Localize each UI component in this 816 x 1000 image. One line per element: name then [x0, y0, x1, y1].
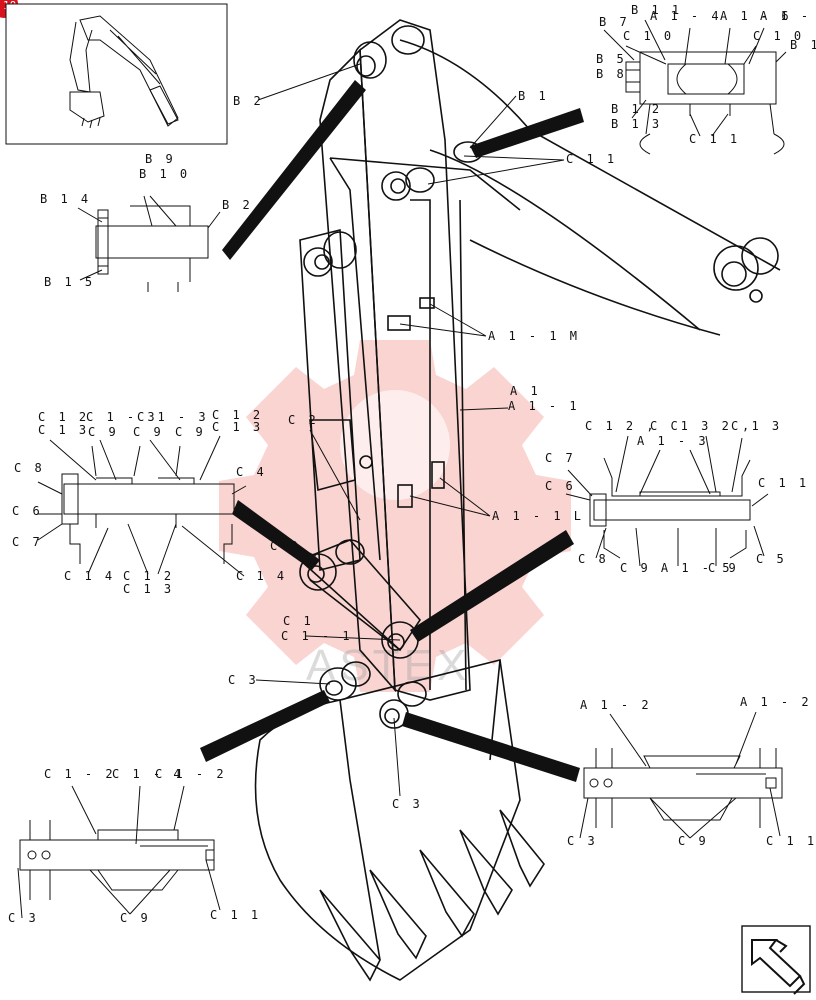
part-callout: C 1 - 1	[281, 629, 353, 643]
part-callout: C 9	[133, 425, 164, 439]
part-callout: C 1 - 3	[86, 410, 158, 424]
part-callout: A 1 - 2	[740, 695, 812, 709]
part-callout: C 1 1	[758, 476, 809, 490]
part-callout: C 1 1	[210, 908, 261, 922]
part-callout: C 6	[545, 479, 576, 493]
part-callout: C 9 A 1 - 5	[620, 561, 732, 575]
part-callout: C 1 3	[123, 582, 174, 596]
part-callout: A 1 - 3	[637, 434, 709, 448]
detail-arm-pin-b2[interactable]: B 9B 1 0 B 1 4 B 2 B 1 5	[40, 152, 253, 292]
part-callout: C C1 3 2 ,	[650, 419, 752, 433]
part-callout: C 5	[756, 552, 787, 566]
part-callout: A 1 - 4	[760, 9, 816, 23]
part-callout: C 1 0	[623, 29, 674, 43]
part-callout: B 7	[599, 15, 630, 29]
part-callout: C 6	[12, 504, 43, 518]
part-callout: C 1 2	[212, 408, 263, 422]
detail-boom-pin[interactable]: B 1 1B 7A 1 - 4A 1 - 6A 1 - 4C 1 0C 1 0B…	[596, 3, 816, 155]
part-callout: B 5	[596, 52, 627, 66]
part-callout: C 1 4	[236, 569, 287, 583]
part-callout: C 1 1	[766, 834, 816, 848]
part-callout: C 3	[567, 834, 598, 848]
part-callout: C 1 2	[38, 410, 89, 424]
part-callout: A 1 - 2	[580, 698, 652, 712]
part-callout: C 3	[228, 673, 259, 687]
part-callout: C 1 4	[64, 569, 115, 583]
part-callout: C 1 3	[731, 419, 782, 433]
part-callout: B 1 3	[611, 117, 662, 131]
part-callout: C 9	[120, 911, 151, 925]
part-callout: A 1 - 6	[720, 9, 792, 23]
part-callout: B 1	[790, 38, 816, 52]
part-callout: C 1 2 ,	[585, 419, 657, 433]
part-callout: A 1 - 1	[508, 399, 580, 413]
part-callout: C 9	[175, 425, 206, 439]
watermark-gear: ASTEX	[219, 340, 571, 692]
part-callout: C 1 - 4	[112, 767, 184, 781]
part-callout: C 1 - 2	[155, 767, 227, 781]
part-callout: C 1 3	[38, 423, 89, 437]
part-callout: C 9	[678, 834, 709, 848]
part-callout: C 8	[578, 552, 609, 566]
part-callout: C 3	[8, 911, 39, 925]
next-page-arrow-button[interactable]	[741, 925, 811, 995]
part-callout: C 4	[236, 465, 267, 479]
part-callout: B 8	[596, 67, 627, 81]
main-callouts: B 2 B 1 C 1 1 A 1 - 1 M A 1A 1 - 1 C 2 A 1 - 1…	[228, 89, 617, 811]
part-callout: C 1 3	[212, 420, 263, 434]
part-callout: B 2	[233, 94, 264, 108]
part-callout: C 7	[12, 535, 43, 549]
leader-lines	[255, 63, 565, 797]
part-callout: C 8	[14, 461, 45, 475]
part-callout: C 1 1	[689, 132, 740, 146]
detail-link-pin-c5[interactable]: C 1 2 ,C C1 3 2 ,C 1 3 A 1 - 3 C 7 C 6 C 1 1…	[545, 419, 809, 575]
part-callout: A 1 - 1 L	[492, 509, 584, 523]
part-callout: C 9	[708, 561, 739, 575]
part-callout: C 2	[288, 413, 319, 427]
detail-bucket-pin-right[interactable]: A 1 - 2 A 1 - 2 C 3 C 9 C 1 1	[567, 695, 816, 848]
part-callout: C 1 - 2	[44, 767, 116, 781]
part-callout: B 1	[518, 89, 549, 103]
detail-bucket-pin-left[interactable]: C 1 - 2C 1 - 4C 1 - 2 C 3 C 9 C 1 1	[8, 767, 261, 925]
part-callout: C 7	[545, 451, 576, 465]
part-callout: C 1 1	[566, 152, 617, 166]
part-callout: B 1 5	[44, 275, 95, 289]
part-callout: C 1	[283, 614, 314, 628]
part-callout: C 1 0	[753, 29, 804, 43]
thumbnail-inset[interactable]	[5, 3, 228, 145]
part-callout: B 1 1	[631, 3, 682, 17]
part-callout: B 1 2	[611, 102, 662, 116]
part-callout: A 1	[510, 384, 541, 398]
part-callout: C 9	[88, 425, 119, 439]
part-callout: C 2	[270, 539, 301, 553]
part-callout: C 1 2	[123, 569, 174, 583]
part-callout: A 1 - 4	[650, 9, 722, 23]
part-callout: A 1 - 1 M	[488, 329, 580, 343]
part-callout: C 1 - 3	[137, 410, 209, 424]
part-callout: B 9	[145, 152, 176, 166]
part-callout: B 2	[222, 198, 253, 212]
leader-arrows	[200, 80, 584, 782]
part-callout: C 3	[392, 797, 423, 811]
part-callout: B 1 0	[139, 167, 190, 181]
arrow-icon	[751, 939, 802, 988]
part-callout: B 1 4	[40, 192, 91, 206]
